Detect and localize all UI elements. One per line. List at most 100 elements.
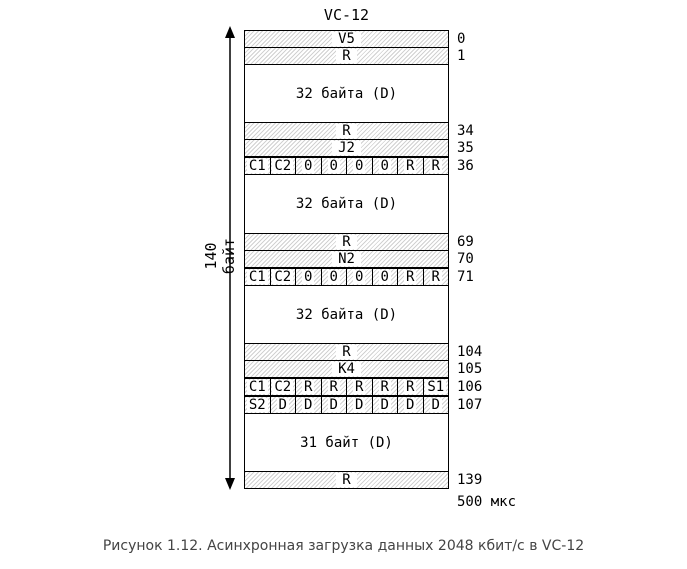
byte-index-104: 104 xyxy=(457,344,483,360)
byte-index-36: 36 xyxy=(457,158,474,174)
bit-cell: D xyxy=(346,397,372,413)
row-34: R xyxy=(244,122,449,140)
bit-cell-label: 0 xyxy=(327,269,340,285)
bit-cell: R xyxy=(397,269,423,285)
bit-cell: R xyxy=(295,379,321,395)
bit-cell-label: C1 xyxy=(246,379,268,395)
diagram-title: VC-12 xyxy=(323,6,370,24)
bit-cell-label: S1 xyxy=(425,379,447,395)
byte-index-34: 34 xyxy=(457,123,474,139)
row-data-block-4: 31 байт (D) xyxy=(244,414,449,471)
bit-cell-label: 0 xyxy=(378,158,391,174)
frame-size-label: 140 байт xyxy=(202,237,238,275)
bit-cell-label: C1 xyxy=(246,158,268,174)
bit-cell: C1 xyxy=(245,379,270,395)
row-1: R xyxy=(244,47,449,65)
bit-cell: C1 xyxy=(245,158,270,174)
bit-cell: 0 xyxy=(346,158,372,174)
byte-index-105: 105 xyxy=(457,361,483,377)
byte-index-106: 106 xyxy=(457,379,483,395)
bit-cell-label: R xyxy=(327,379,340,395)
bit-cell-label: R xyxy=(404,379,417,395)
byte-index-35: 35 xyxy=(457,140,474,156)
bit-cell-label: R xyxy=(353,379,366,395)
bit-cell: R xyxy=(422,158,449,174)
row-0: V5 xyxy=(244,30,449,48)
bit-cell-label: 0 xyxy=(327,158,340,174)
bit-cell: D xyxy=(295,397,321,413)
bit-cell-label: 0 xyxy=(353,158,366,174)
bit-cell-label: C2 xyxy=(272,269,294,285)
row-139: R xyxy=(244,471,449,489)
byte-index-70: 70 xyxy=(457,251,474,267)
bit-cell-label: R xyxy=(404,158,417,174)
bit-cell: D xyxy=(269,397,296,413)
bit-cell: D xyxy=(320,397,347,413)
bit-cell: S1 xyxy=(422,379,449,395)
row-104: R xyxy=(244,343,449,361)
bit-cell-label: C1 xyxy=(246,269,268,285)
row-105: K4 xyxy=(244,360,449,378)
bit-cell-label: D xyxy=(404,397,417,413)
bit-cell: C1 xyxy=(245,269,270,285)
row-35: J2 xyxy=(244,139,449,157)
bit-cell: 0 xyxy=(295,269,321,285)
bit-cell: R xyxy=(346,379,372,395)
row-data-block-3: 32 байта (D) xyxy=(244,286,449,343)
bit-cell-label: D xyxy=(302,397,315,413)
bit-cell: R xyxy=(397,158,423,174)
byte-index-139: 139 xyxy=(457,472,483,488)
bit-cell: D xyxy=(371,397,398,413)
bit-cell-label: R xyxy=(429,158,442,174)
bit-cell: C2 xyxy=(269,158,296,174)
frame-duration-label: 500 мкс xyxy=(457,494,517,510)
bit-cell: D xyxy=(422,397,449,413)
bit-cell: R xyxy=(397,379,423,395)
row-data-block-2: 32 байта (D) xyxy=(244,175,449,233)
bit-cell-label: C2 xyxy=(272,379,294,395)
bit-cell-label: R xyxy=(378,379,391,395)
bit-cell: C2 xyxy=(269,269,296,285)
bit-cell-label: C2 xyxy=(272,158,294,174)
bit-cell: 0 xyxy=(371,269,398,285)
bit-cell-label: D xyxy=(276,397,289,413)
row-data-block-1: 32 байта (D) xyxy=(244,65,449,122)
bit-cell: 0 xyxy=(295,158,321,174)
byte-index-107: 107 xyxy=(457,397,483,413)
byte-index-71: 71 xyxy=(457,269,474,285)
bit-cell-label: 0 xyxy=(302,269,315,285)
bit-cell: S2 xyxy=(245,397,270,413)
byte-index-69: 69 xyxy=(457,234,474,250)
bit-cell-label: R xyxy=(302,379,315,395)
bit-cell: R xyxy=(320,379,347,395)
bit-cell: R xyxy=(422,269,449,285)
bit-cell-label: R xyxy=(429,269,442,285)
bit-cell-label: D xyxy=(378,397,391,413)
bit-cell-label: D xyxy=(327,397,340,413)
bit-cell-label: D xyxy=(353,397,366,413)
bit-cell: R xyxy=(371,379,398,395)
bit-cell-label: R xyxy=(404,269,417,285)
height-arrow xyxy=(225,26,235,490)
bit-cell: 0 xyxy=(371,158,398,174)
bit-cell-label: D xyxy=(429,397,442,413)
bit-cell-label: S2 xyxy=(246,397,268,413)
bit-cell: 0 xyxy=(320,269,347,285)
bit-cell: 0 xyxy=(346,269,372,285)
row-70: N2 xyxy=(244,250,449,268)
bit-cell: C2 xyxy=(269,379,296,395)
bit-cell-label: 0 xyxy=(378,269,391,285)
bit-cell: 0 xyxy=(320,158,347,174)
byte-index-0: 0 xyxy=(457,31,466,47)
row-69: R xyxy=(244,233,449,251)
byte-index-1: 1 xyxy=(457,48,466,64)
bit-cell: D xyxy=(397,397,423,413)
bit-cell-label: 0 xyxy=(302,158,315,174)
bit-cell-label: 0 xyxy=(353,269,366,285)
figure-caption: Рисунок 1.12. Асинхронная загрузка данны… xyxy=(102,538,585,554)
